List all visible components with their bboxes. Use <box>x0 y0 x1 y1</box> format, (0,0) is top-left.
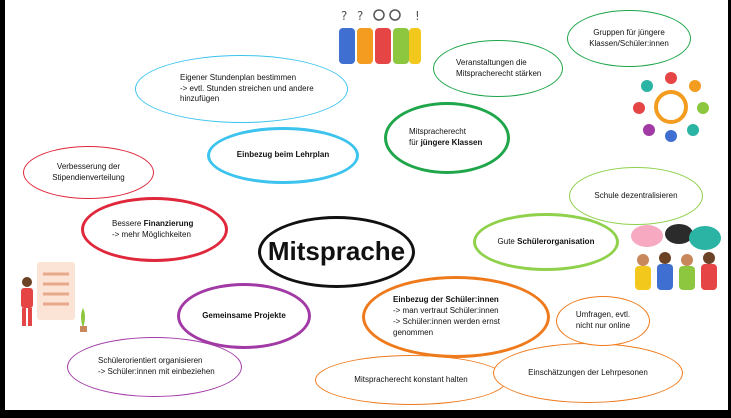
svg-text:!: ! <box>415 9 420 23</box>
node-schuelerorientiert: Schülerorientiert organisieren -> Schüle… <box>67 337 242 397</box>
node-stipendien-label: Verbesserung der Stipendienverteilung <box>52 161 125 182</box>
node-gruppen: Gruppen für jüngere Klassen/Schüler:inne… <box>567 10 691 67</box>
people-puzzle-icon: ? ? ! <box>339 9 421 64</box>
node-stipendien: Verbesserung der Stipendienverteilung <box>23 146 154 199</box>
chat-group-icon <box>631 224 721 290</box>
node-einschaetzungen-label: Einschätzungen der Lehrpesonen <box>528 367 648 377</box>
node-konstant: Mitspracherecht konstant halten <box>315 355 507 405</box>
node-umfragen-label: Umfragen, evtl. nicht nur online <box>575 310 631 330</box>
svg-text:?: ? <box>341 9 347 23</box>
node-juengere-label: Mitspracherecht für jüngere Klassen <box>409 127 483 147</box>
node-veranstaltungen: Veranstaltungen die Mitspracherecht stär… <box>433 40 563 97</box>
node-konstant-label: Mitspracherecht konstant halten <box>354 374 468 384</box>
node-umfragen: Umfragen, evtl. nicht nur online <box>556 296 650 346</box>
node-finanzierung-label: Bessere Finanzierung -> mehr Möglichkeit… <box>112 218 194 239</box>
node-dezentral-label: Schule dezentralisieren <box>594 190 678 200</box>
node-lehrplan: Einbezug beim Lehrplan <box>207 127 359 184</box>
node-orga-label: Gute Schülerorganisation <box>497 236 595 246</box>
node-gruppen-label: Gruppen für jüngere Klassen/Schüler:inne… <box>589 27 669 48</box>
node-einbezug-schueler: Einbezug der Schüler:innen -> man vertra… <box>362 276 550 358</box>
svg-text:?: ? <box>357 9 363 23</box>
mindmap-canvas: Mitsprache Eigener Stundenplan bestimmen… <box>5 0 728 410</box>
node-veranstaltungen-label: Veranstaltungen die Mitspracherecht stär… <box>456 57 542 78</box>
community-circle-icon <box>633 72 709 142</box>
node-schuelerorientiert-label: Schülerorientiert organisieren -> Schüle… <box>98 356 215 376</box>
center-node: Mitsprache <box>258 216 415 288</box>
node-schuelerorganisation: Gute Schülerorganisation <box>473 213 619 271</box>
node-einbezug-label: Einbezug der Schüler:innen -> man vertra… <box>393 295 500 337</box>
node-projekte: Gemeinsame Projekte <box>177 283 311 349</box>
center-label: Mitsprache <box>267 236 406 267</box>
node-dezentral: Schule dezentralisieren <box>569 167 703 225</box>
node-lehrplan-label: Einbezug beim Lehrplan <box>236 150 330 160</box>
node-einschaetzungen: Einschätzungen der Lehrpesonen <box>493 343 683 403</box>
checklist-person-icon <box>21 262 87 332</box>
node-stundenplan-label: Eigener Stundenplan bestimmen -> evtl. S… <box>180 72 314 104</box>
node-juengere-klassen: Mitspracherecht für jüngere Klassen <box>384 102 510 174</box>
node-finanzierung: Bessere Finanzierung -> mehr Möglichkeit… <box>81 197 228 262</box>
node-stundenplan: Eigener Stundenplan bestimmen -> evtl. S… <box>135 55 348 123</box>
node-projekte-label: Gemeinsame Projekte <box>202 310 286 320</box>
